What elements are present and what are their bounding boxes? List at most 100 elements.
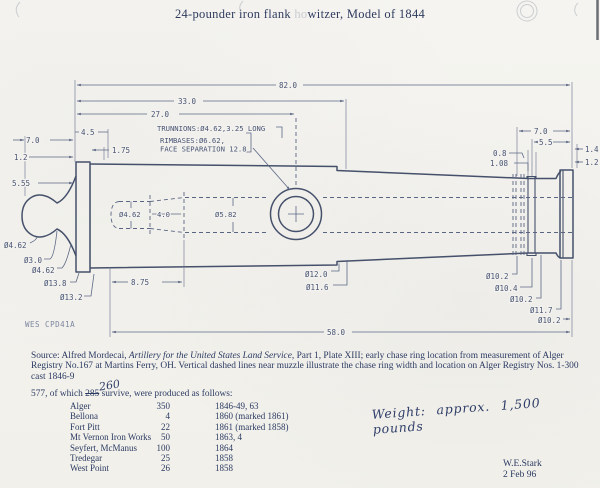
technical-drawing: 82.0 33.0 27.0 4.5 1.75 TRUNNIONS:Ø4.62,… xyxy=(3,0,600,339)
years: 1858 xyxy=(215,453,233,464)
production-row: Tredegar 25 1858 xyxy=(70,453,340,463)
cannon-profile xyxy=(21,161,574,273)
dim-neck-dia: Ø3.0 xyxy=(24,256,43,265)
dim-bore-len: 58.0 xyxy=(327,328,346,337)
quantity: 100 xyxy=(156,442,171,453)
dimension-labels: 82.0 33.0 27.0 4.5 1.75 TRUNNIONS:Ø4.62,… xyxy=(3,80,600,339)
quantity: 22 xyxy=(161,421,170,432)
maker: Bellona xyxy=(70,411,98,422)
dim-chamber-depth: 8.75 xyxy=(131,278,149,287)
credit-block: W.E.Stark 2 Feb 96 xyxy=(503,459,542,481)
quantity: 50 xyxy=(161,432,170,443)
years: 1864 xyxy=(215,442,233,453)
page-title: 24-pounder iron flank howitzer, Model of… xyxy=(0,7,600,22)
dim-chamber-len: 4.0 xyxy=(157,210,170,219)
maker: West Point xyxy=(70,463,110,474)
muzzle-face-band xyxy=(559,169,574,259)
title-part1: 24-pounder iron flank xyxy=(174,7,295,21)
years: 1846-49, 63 xyxy=(215,401,259,411)
credit-date: 2 Feb 96 xyxy=(503,470,537,480)
maker: Fort Pitt xyxy=(70,421,100,432)
dim-to-trunnion: 27.0 xyxy=(151,110,170,119)
dim-muzzle-swell-dia: Ø11.7 xyxy=(530,306,553,315)
years: 1861 (marked 1858) xyxy=(215,421,289,432)
years: 1860 (marked 1861) xyxy=(215,411,289,422)
dim-chamber-dia: Ø4.62 xyxy=(119,210,141,219)
production-row: West Point 26 1858 xyxy=(70,463,340,473)
struck-survivor-count: 285 xyxy=(85,389,100,399)
dim-muzzle-1-2: 1.2 xyxy=(585,158,599,167)
quantity: 26 xyxy=(161,463,170,474)
dim-base-ring-dia: Ø13.8 xyxy=(44,279,67,288)
powder-chamber-dashed xyxy=(110,197,185,233)
dim-muzzle-0-8: 0.8 xyxy=(493,149,507,158)
dim-reinforce-dia: Ø12.0 xyxy=(305,270,328,279)
credit-name: W.E.Stark xyxy=(503,459,542,469)
trunnion-center-cross xyxy=(288,206,304,222)
title-faded-part: ho xyxy=(294,7,308,21)
dim-chase-start-dia: Ø11.6 xyxy=(306,283,329,292)
dim-knob-dia: Ø4.62 xyxy=(4,241,27,250)
handwritten-weight-note: Weight: approx. 1,500 pounds xyxy=(371,395,541,437)
dim-muzzle-face-dia: Ø10.2 xyxy=(538,316,561,325)
cascabel-knob xyxy=(21,175,77,257)
dim-chase-dia-2: Ø10.2 xyxy=(510,295,533,304)
drawing-stamp: WES CPD41A xyxy=(25,320,75,329)
base-ring xyxy=(75,161,91,273)
years: 1858 xyxy=(215,463,233,474)
dim-fillet-dia: Ø4.62 xyxy=(32,266,55,275)
early-chase-ring-dashed xyxy=(512,174,525,256)
source-book-title: Artillery for the United States Land Ser… xyxy=(128,351,295,361)
intro-prefix: 577, of which xyxy=(31,389,86,399)
dim-muzzle-5-5: 5.5 xyxy=(539,138,553,147)
dim-chase-ring-dia: Ø10.4 xyxy=(495,284,518,293)
dim-breech-1-2: 1.2 xyxy=(14,153,28,162)
quantity: 4 xyxy=(165,411,171,422)
dim-4-5: 4.5 xyxy=(81,128,95,137)
production-row: Mt Vernon Iron Works 50 1863, 4 xyxy=(70,432,340,442)
intro-suffix: survive, were produced as follows: xyxy=(99,389,233,399)
production-intro: 577, of which 285 survive, were produced… xyxy=(31,389,233,399)
years: 1863, 4 xyxy=(215,432,242,443)
dim-overall-length: 82.0 xyxy=(279,81,298,90)
dim-1-75: 1.75 xyxy=(112,146,130,155)
dim-to-step: 33.0 xyxy=(178,97,197,106)
dim-muzzle-1-08: 1.08 xyxy=(490,159,509,168)
photocopy-artifacts xyxy=(15,0,599,40)
production-row: Bellona 4 1860 (marked 1861) xyxy=(70,411,340,421)
production-row: Fort Pitt 22 1861 (marked 1858) xyxy=(70,422,340,432)
quantity: 350 xyxy=(156,401,171,411)
trunnion-leader xyxy=(252,147,291,191)
maker: Seyfert, McManus xyxy=(70,442,137,453)
note-bracket xyxy=(246,132,252,153)
source-prefix: Source: Alfred Mordecai, xyxy=(31,351,129,361)
leader-lines xyxy=(29,126,571,321)
rimbase-circle xyxy=(269,187,323,241)
dim-bore-dia: Ø5.82 xyxy=(215,210,237,219)
note-rimbases: RIMBASES:Ø6.62, xyxy=(160,136,225,145)
maker: Alger xyxy=(70,401,91,411)
dim-muzzle-7-0: 7.0 xyxy=(534,127,548,136)
source-note: Source: Alfred Mordecai, Artillery for t… xyxy=(31,351,591,382)
source-rest: Part 1, Plate XIII; early chase ring loc… xyxy=(31,351,579,382)
barrel-bottom-edge xyxy=(89,252,562,269)
quantity: 25 xyxy=(161,453,170,464)
dim-breech-dia: Ø13.2 xyxy=(60,293,83,302)
dimension-lines xyxy=(13,83,583,334)
trunnion-circle xyxy=(277,195,315,233)
dim-muzzle-1-4: 1.4 xyxy=(585,145,599,154)
dim-breech-7-0: 7.0 xyxy=(26,136,40,145)
note-face-separation: FACE SEPARATION 12.8 xyxy=(160,145,247,154)
maker: Mt Vernon Iron Works xyxy=(70,432,152,443)
production-row: Seyfert, McManus 100 1864 xyxy=(70,443,340,453)
dim-chase-dia-1: Ø10.2 xyxy=(486,272,509,281)
maker: Tredegar xyxy=(70,453,103,464)
note-trunnions: TRUNNIONS:Ø4.62,3.25 LONG xyxy=(157,124,265,133)
bore-dashed-lines xyxy=(110,118,572,256)
chase-ring xyxy=(526,175,537,257)
production-table: Alger 350 1846-49, 63 Bellona 4 1860 (marked… xyxy=(70,401,340,474)
production-row: Alger 350 1846-49, 63 xyxy=(70,401,340,411)
dim-breech-5-55: 5.55 xyxy=(12,179,30,188)
extension-lines xyxy=(24,80,578,337)
